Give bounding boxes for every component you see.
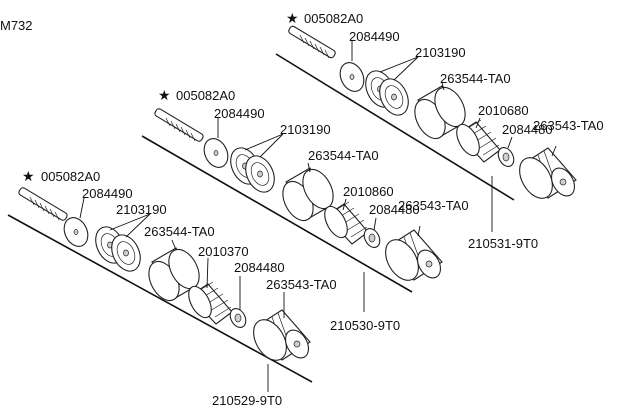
star-icon: ★ <box>22 169 35 185</box>
leader-cup <box>307 162 311 173</box>
knob-263543-ta0 <box>253 309 311 361</box>
label-disc-pair: 2103190 <box>415 45 466 60</box>
screw-005082a0 <box>288 25 336 59</box>
label-bellows: 2010680 <box>478 103 529 118</box>
leader-cup <box>171 239 177 251</box>
label-knob: 263543-TA0 <box>266 277 337 292</box>
label-nut: 2084480 <box>369 202 420 217</box>
label-assembly-number: 210529-9T0 <box>212 393 282 408</box>
washer-2084490 <box>203 138 229 168</box>
leader-nut <box>507 136 513 149</box>
disc-pair-2103190 <box>230 147 275 193</box>
leader-disc-pair <box>244 133 284 158</box>
label-knob: 263543-TA0 <box>398 198 469 213</box>
label-washer: 2084490 <box>349 29 400 44</box>
label-washer: 2084490 <box>214 106 265 121</box>
assembly-axis-line <box>7 214 313 383</box>
screw-005082a0 <box>18 187 68 221</box>
disc-pair-2103190 <box>95 226 141 272</box>
label-washer: 2084490 <box>82 186 133 201</box>
leader-nut <box>373 217 377 231</box>
bellows-2010370 <box>188 281 233 325</box>
disc-pair-2103190 <box>365 70 409 116</box>
nut-2084480 <box>363 228 381 248</box>
label-assembly-number: 210530-9T0 <box>330 318 400 333</box>
star-icon: ★ <box>158 88 171 104</box>
leader-disc-pair <box>379 56 419 81</box>
knob-263543-ta0 <box>519 147 577 199</box>
leader-washer <box>79 197 85 219</box>
label-cup: 263544-TA0 <box>440 71 511 86</box>
screw-005082a0 <box>154 108 204 142</box>
leader-cup <box>441 82 445 91</box>
nut-2084480 <box>229 308 247 328</box>
star-icon: ★ <box>286 11 299 27</box>
knob-263543-ta0 <box>385 229 443 281</box>
label-screw: 005082A0 <box>176 88 235 103</box>
assembly-middle: ★ 005082A0 2084490 2103190 263544-TA0 20… <box>141 88 469 333</box>
label-knob: 263543-TA0 <box>533 118 604 133</box>
washer-2084490 <box>63 217 89 247</box>
cup-263544-ta0 <box>148 247 200 302</box>
leader-bellows <box>475 117 481 129</box>
label-cup: 263544-TA0 <box>144 224 215 239</box>
label-bellows: 2010370 <box>198 244 249 259</box>
label-bellows: 2010860 <box>343 184 394 199</box>
label-screw: 005082A0 <box>41 169 100 184</box>
assembly-axis-line <box>141 135 413 293</box>
label-assembly-number: 210531-9T0 <box>468 236 538 251</box>
cup-263544-ta0 <box>414 85 466 140</box>
label-nut: 2084480 <box>502 122 553 137</box>
label-disc-pair: 2103190 <box>280 122 331 137</box>
assembly-axis-line <box>275 53 515 201</box>
figure-code: M732 <box>0 18 33 33</box>
washer-2084490 <box>339 62 365 92</box>
nut-2084480 <box>497 147 515 167</box>
label-cup: 263544-TA0 <box>308 148 379 163</box>
leader-bellows <box>342 198 347 211</box>
leader-knob <box>417 225 421 237</box>
leader-bellows <box>206 257 209 289</box>
bellows-2010860 <box>324 201 369 245</box>
leader-disc-pair <box>109 213 151 238</box>
assembly-top: ★ 005082A0 2084490 2103190 263544-TA0 20… <box>275 11 604 251</box>
bellows-2010680 <box>456 119 501 163</box>
assembly-bottom: ★ 005082A0 2084490 2103190 263544-TA0 20… <box>7 169 337 408</box>
leader-knob <box>551 145 557 157</box>
label-nut: 2084480 <box>234 260 285 275</box>
label-screw: 005082A0 <box>304 11 363 26</box>
label-disc-pair: 2103190 <box>116 202 167 217</box>
